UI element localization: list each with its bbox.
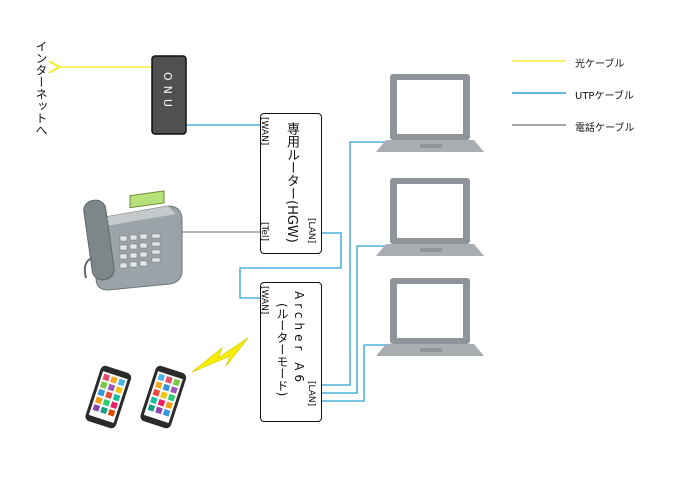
archer-title-line1: Archer A6 bbox=[292, 291, 306, 387]
archer-wan-port-label: [WAN] bbox=[259, 286, 269, 315]
hgw-tel-port-label: [Tel] bbox=[259, 222, 269, 242]
utp-cable-laptop-1 bbox=[322, 141, 388, 386]
utp-cable-hgw-archer bbox=[239, 232, 342, 299]
onu-box bbox=[151, 55, 187, 135]
laptop-icon bbox=[376, 278, 484, 356]
laptop-icon bbox=[376, 74, 484, 152]
archer-lan-port-label: [LAN] bbox=[306, 381, 316, 407]
internet-label: インターネットへ bbox=[34, 40, 48, 136]
utp-cable-laptop-2 bbox=[322, 245, 388, 394]
hgw-lan-port-label: [LAN] bbox=[306, 218, 316, 244]
legend-fiber-label: 光ケーブル bbox=[575, 59, 625, 70]
hgw-wan-port-label: [WAN] bbox=[259, 117, 269, 146]
desk-phone-icon bbox=[83, 190, 183, 291]
archer-title-line2: (ルーターモード) bbox=[275, 303, 289, 397]
smartphone-icon bbox=[85, 365, 132, 429]
smartphone-icon bbox=[140, 365, 187, 429]
hgw-title: 専用ルーター(HGW) bbox=[284, 122, 299, 243]
laptop-icon bbox=[376, 178, 484, 256]
onu-label: ONU bbox=[161, 72, 174, 112]
legend-phone-label: 電話ケーブル bbox=[575, 123, 635, 134]
utp-cable-laptop-3 bbox=[322, 344, 388, 402]
legend-utp-label: UTPケーブル bbox=[575, 91, 634, 102]
archer-router-box: [WAN] Archer A6 (ルーターモード) [LAN] bbox=[259, 282, 322, 422]
wireless-bolt-icon bbox=[191, 337, 249, 373]
hgw-router-box: [WAN] [Tel] 専用ルーター(HGW) [LAN] bbox=[259, 113, 322, 254]
